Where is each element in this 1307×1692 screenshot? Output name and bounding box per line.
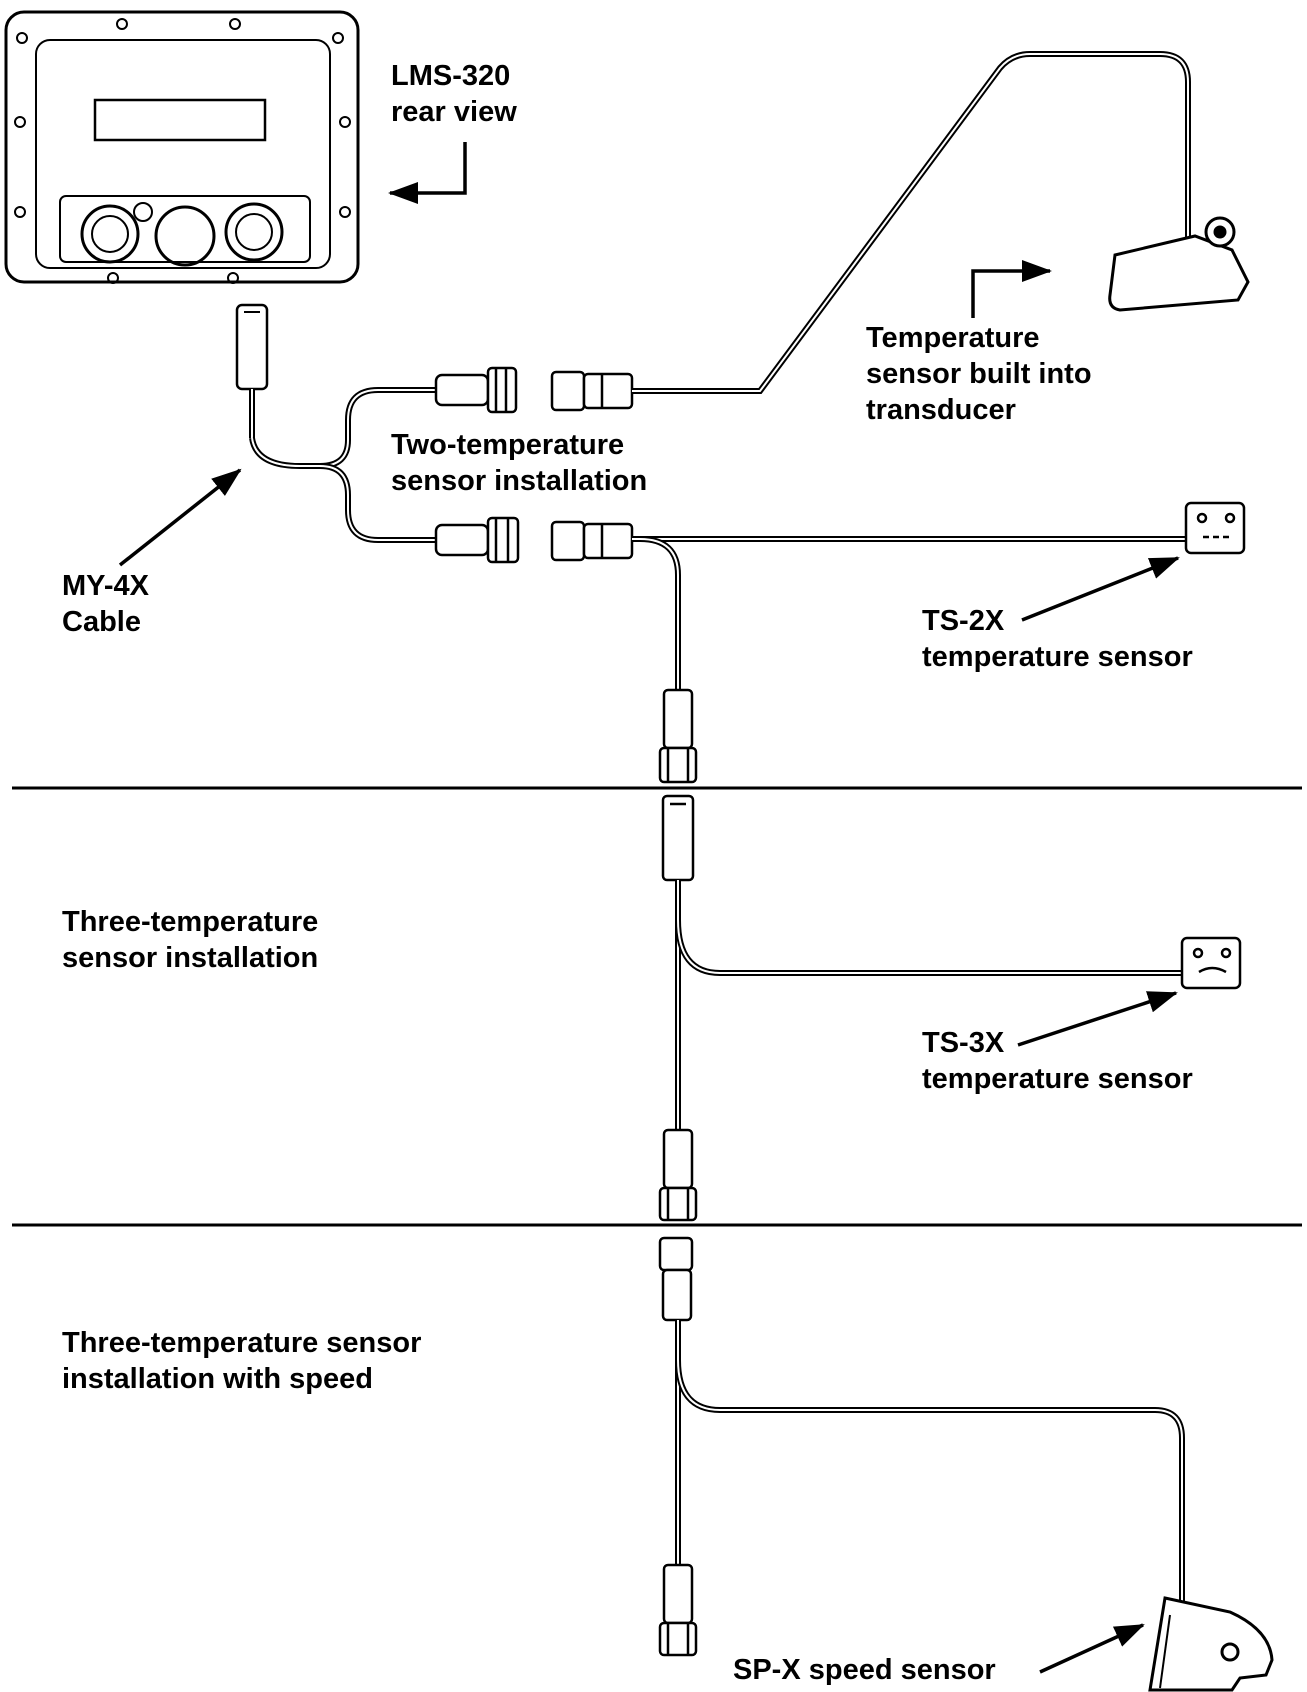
label-line: MY-4X bbox=[62, 570, 150, 602]
my-4x-cable bbox=[235, 303, 436, 543]
ts-2x-sensor bbox=[1184, 501, 1246, 555]
label-sp-x-speed-sensor: SP-X speed sensor bbox=[733, 1652, 996, 1688]
label-line: TS-2X bbox=[922, 605, 1005, 637]
ts-3x-sensor bbox=[1180, 936, 1242, 990]
lower-connector-pair bbox=[434, 516, 634, 564]
label-line: transducer bbox=[866, 394, 1016, 426]
section3-end-connector bbox=[658, 1563, 698, 1657]
section3-top-connector bbox=[658, 1236, 694, 1322]
label-line: temperature sensor bbox=[922, 641, 1193, 673]
label-lms-320-rear-view: LMS-320 rear view bbox=[391, 58, 517, 130]
label-line: Three-temperature sensor bbox=[62, 1327, 422, 1359]
label-line: temperature sensor bbox=[922, 1063, 1193, 1095]
upper-connector-pair bbox=[434, 366, 634, 414]
label-ts-2x: TS-2X temperature sensor bbox=[922, 603, 1193, 675]
label-two-temp-installation: Two-temperature sensor installation bbox=[391, 427, 647, 499]
section2-end-connector bbox=[658, 1128, 698, 1222]
label-line: sensor built into bbox=[866, 358, 1092, 390]
section1-end-connector bbox=[658, 688, 698, 784]
ts-2x-cable bbox=[632, 536, 1185, 690]
lms-arrow bbox=[388, 142, 467, 204]
section3-cable bbox=[675, 1320, 1185, 1615]
label-line: Three-temperature bbox=[62, 906, 319, 938]
sp-x-sensor bbox=[1148, 1596, 1274, 1692]
sp-x-arrow bbox=[1039, 1623, 1145, 1674]
label-line: rear view bbox=[391, 96, 517, 128]
label-temp-sensor-transducer: Temperature sensor built into transducer bbox=[866, 320, 1092, 428]
label-line: TS-3X bbox=[922, 1027, 1005, 1059]
transducer-arrow bbox=[971, 260, 1052, 318]
section2-top-connector bbox=[661, 794, 695, 882]
label-line: installation with speed bbox=[62, 1363, 373, 1395]
transducer-cable bbox=[632, 51, 1191, 394]
label-line: Temperature bbox=[866, 322, 1040, 354]
label-ts-3x: TS-3X temperature sensor bbox=[922, 1025, 1193, 1097]
lms-320-unit bbox=[4, 10, 360, 284]
label-line: sensor installation bbox=[62, 942, 319, 974]
ts-2x-arrow bbox=[1021, 556, 1180, 622]
label-line: LMS-320 bbox=[391, 60, 511, 92]
my-4x-arrow bbox=[118, 468, 242, 567]
ts-3x-arrow bbox=[1017, 991, 1178, 1047]
label-line: Cable bbox=[62, 606, 141, 638]
label-line: Two-temperature bbox=[391, 429, 625, 461]
section2-cable bbox=[675, 880, 1182, 1130]
transducer bbox=[1108, 216, 1250, 312]
label-line: SP-X speed sensor bbox=[733, 1654, 996, 1686]
label-my-4x-cable: MY-4X Cable bbox=[62, 568, 149, 640]
label-line: sensor installation bbox=[391, 465, 648, 497]
label-three-temp-installation: Three-temperature sensor installation bbox=[62, 904, 318, 976]
label-three-temp-speed: Three-temperature sensor installation wi… bbox=[62, 1325, 421, 1397]
